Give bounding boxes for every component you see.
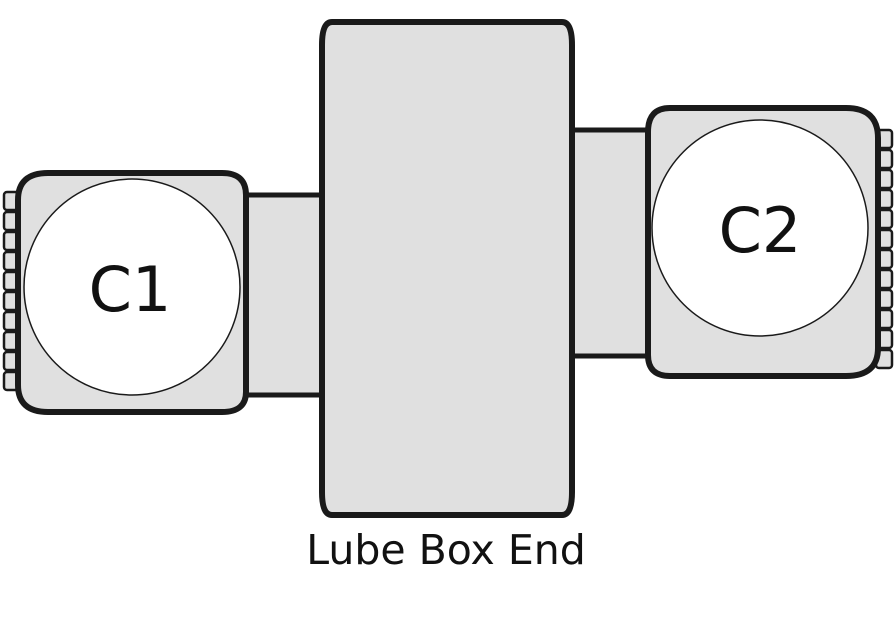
- c2-label: C2: [719, 194, 802, 267]
- left-shaft: [237, 192, 333, 398]
- right-shaft: [559, 127, 657, 359]
- diagram-caption: Lube Box End: [306, 526, 586, 574]
- c1-port: [23, 178, 241, 396]
- lube-box: [319, 19, 575, 518]
- c1-label: C1: [89, 253, 172, 326]
- c2-port: [651, 119, 869, 337]
